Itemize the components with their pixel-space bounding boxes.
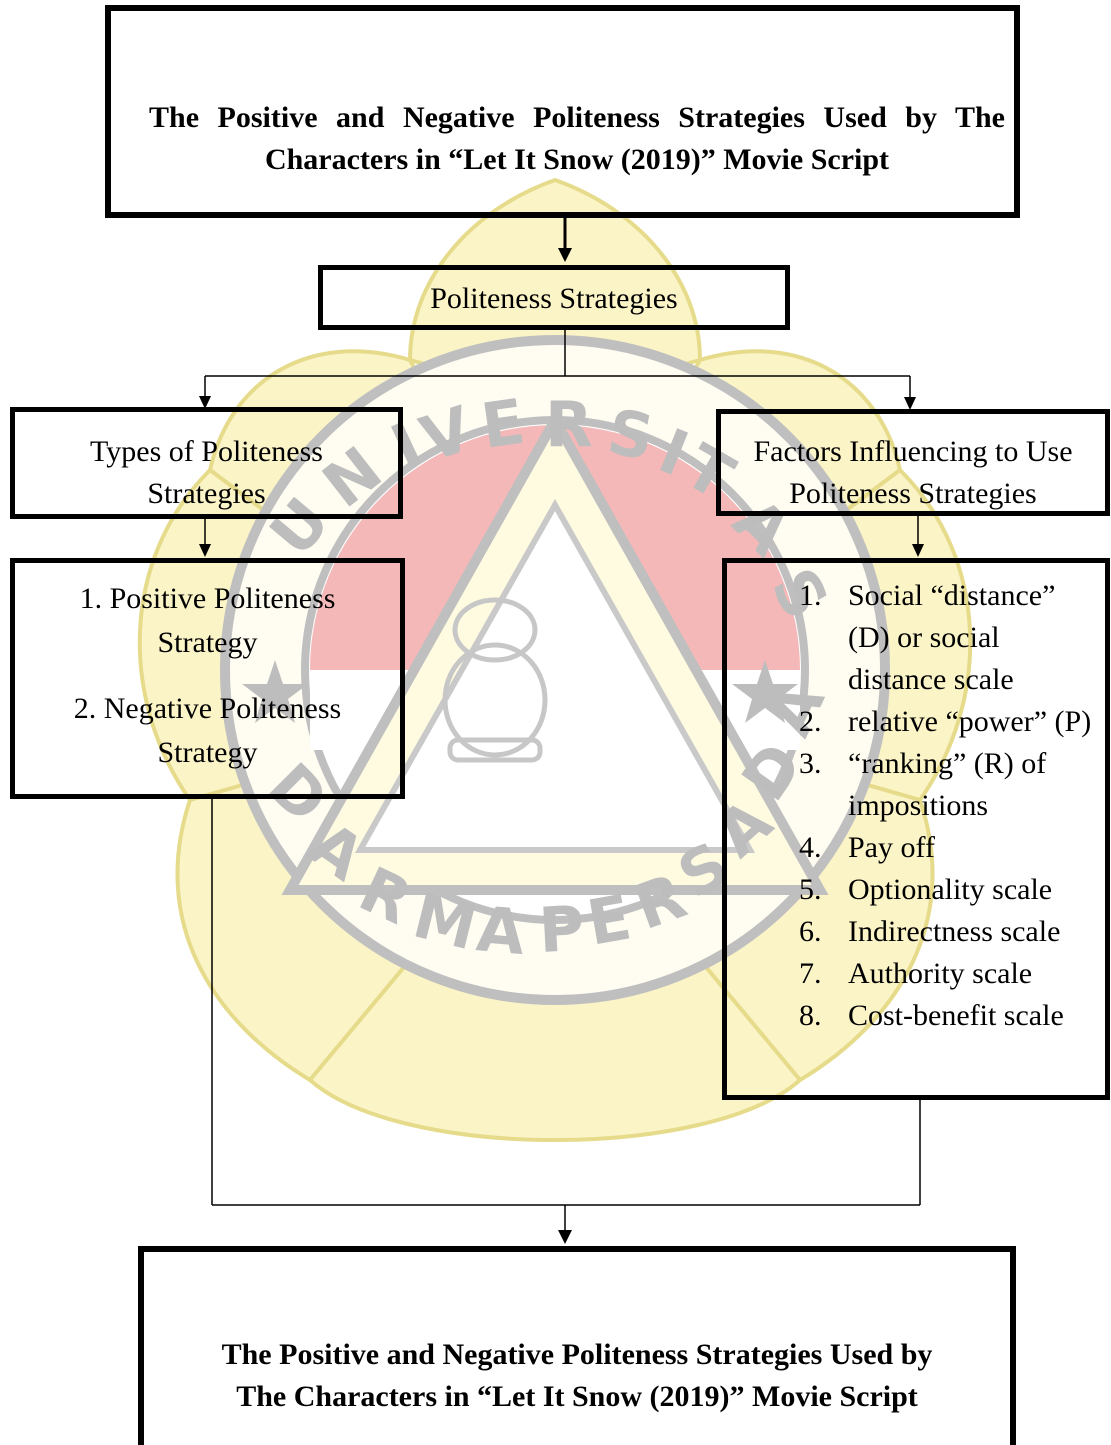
item-number: 5. <box>799 873 822 906</box>
types-list-item: 1. Positive Politeness Strategy <box>15 577 400 665</box>
factors-list-item: 4. Pay off <box>789 827 1099 869</box>
item-number: 4. <box>799 831 822 864</box>
politeness-strategies-box: Politeness Strategies <box>318 265 790 330</box>
factors-list-box: 1. Social “distance” (D) or social distan… <box>722 558 1110 1100</box>
factors-list-item: 5. Optionality scale <box>789 869 1099 911</box>
item-text: Cost-benefit scale <box>848 999 1064 1032</box>
title-box-bottom: The Positive and Negative Politeness Str… <box>138 1246 1016 1445</box>
types-list-box: 1. Positive Politeness Strategy 2. Negat… <box>10 558 405 799</box>
factors-list-item: 1. Social “distance” (D) or social distan… <box>789 575 1099 701</box>
title-bottom-line1: The Positive and Negative Politeness Str… <box>221 1338 933 1371</box>
item-number: 2. <box>799 705 822 738</box>
politeness-strategies-label: Politeness Strategies <box>430 282 678 315</box>
title-box-top: The Positive and Negative Politeness Str… <box>105 5 1020 218</box>
item-number: 7. <box>799 957 822 990</box>
types-box: Types of Politeness Strategies <box>10 407 403 519</box>
factors-box: Factors Influencing to Use Politeness St… <box>716 409 1110 516</box>
factors-list-item: 3. “ranking” (R) of impositions <box>789 743 1099 827</box>
types-label-line1: Types of Politeness <box>90 435 323 468</box>
factors-label-line2: Politeness Strategies <box>789 477 1037 510</box>
title-top-line2: Characters in “Let It Snow (2019)” Movie… <box>264 143 890 176</box>
title-bottom-line2: The Characters in “Let It Snow (2019)” M… <box>236 1380 918 1413</box>
item-number: 3. <box>799 747 822 780</box>
item-number: 1. <box>799 579 822 612</box>
title-text-bottom: The Positive and Negative Politeness Str… <box>144 1334 1010 1418</box>
types-label: Types of Politeness Strategies <box>15 431 398 515</box>
types-item-line2: Strategy <box>157 736 258 769</box>
types-item-line1: 2. Negative Politeness <box>73 692 342 725</box>
types-item-line1: 1. Positive Politeness <box>79 582 336 615</box>
factors-list-item: 2. relative “power” (P) <box>789 701 1099 743</box>
factors-list-item: 7. Authority scale <box>789 953 1099 995</box>
item-text: Optionality scale <box>848 873 1053 906</box>
item-text: Social “distance” (D) or social distance… <box>848 579 1056 696</box>
types-label-line2: Strategies <box>147 477 266 510</box>
title-top-line1: The Positive and Negative Politeness Str… <box>149 101 1005 134</box>
factors-label-line1: Factors Influencing to Use <box>753 435 1073 468</box>
item-text: Indirectness scale <box>848 915 1061 948</box>
types-list-item: 2. Negative Politeness Strategy <box>15 687 400 775</box>
item-text: relative “power” (P) <box>848 705 1092 738</box>
factors-list-item: 6. Indirectness scale <box>789 911 1099 953</box>
item-number: 8. <box>799 999 822 1032</box>
item-text: “ranking” (R) of impositions <box>848 747 1047 822</box>
title-text-top: The Positive and Negative Politeness Str… <box>149 97 1005 181</box>
item-text: Pay off <box>848 831 935 864</box>
factors-list-item: 8. Cost-benefit scale <box>789 995 1099 1037</box>
factors-label: Factors Influencing to Use Politeness St… <box>721 431 1105 515</box>
types-item-line2: Strategy <box>157 626 258 659</box>
item-text: Authority scale <box>848 957 1033 990</box>
factors-list: 1. Social “distance” (D) or social distan… <box>789 575 1099 1037</box>
item-number: 6. <box>799 915 822 948</box>
